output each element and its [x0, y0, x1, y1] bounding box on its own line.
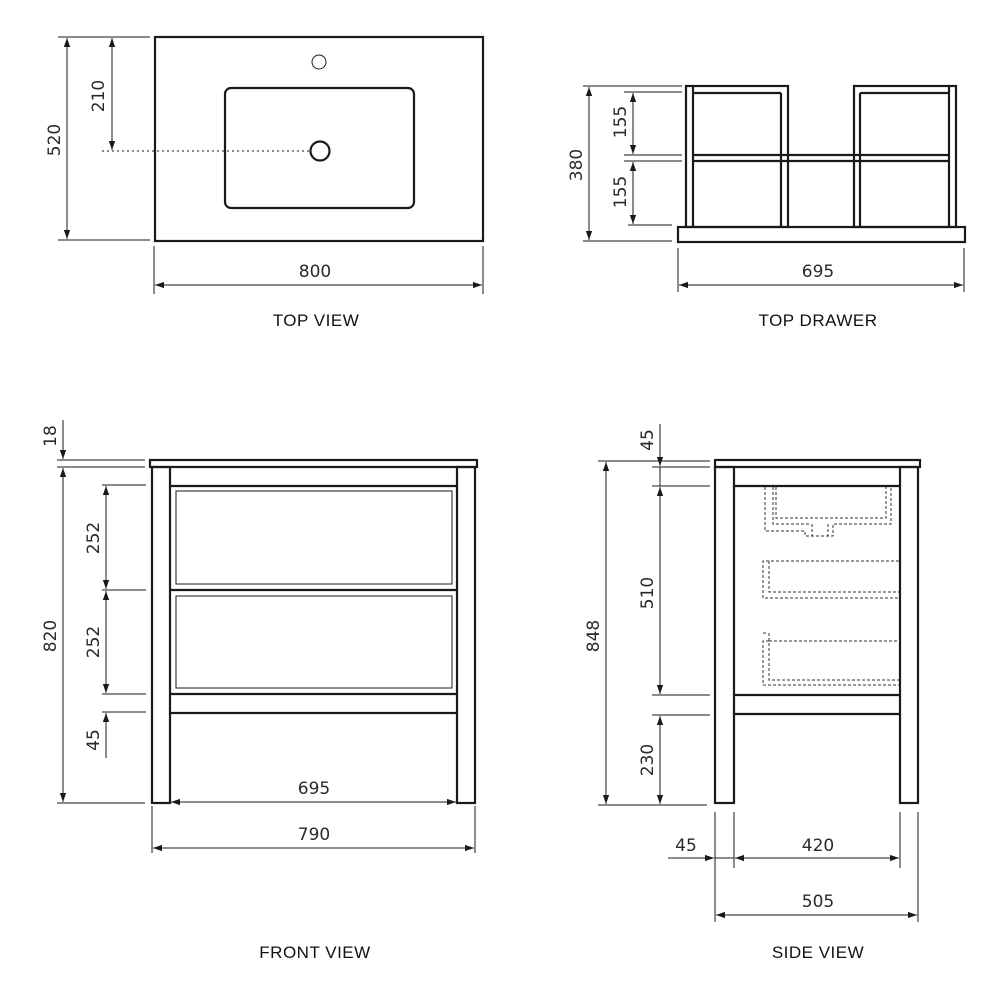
front-right-leg [455, 465, 477, 805]
side-top-rail: 45 [638, 429, 658, 451]
top-view-width: 800 [299, 262, 331, 282]
top-view-depth: 520 [45, 124, 65, 156]
drawer-height: 380 [567, 149, 587, 181]
hidden-drawer-lower [762, 632, 899, 686]
basin-bowl [223, 86, 416, 210]
tap-hole-icon [311, 54, 327, 70]
hidden-basin-outline [764, 487, 892, 537]
front-inner-width: 695 [298, 779, 330, 799]
side-front-leg [713, 465, 736, 805]
front-view-caption: FRONT VIEW [259, 943, 370, 962]
side-total-height: 848 [584, 620, 604, 652]
side-back-leg [898, 465, 920, 805]
top-drawer-caption: TOP DRAWER [759, 311, 878, 330]
front-top-thickness: 18 [41, 425, 61, 447]
side-benchtop [713, 458, 922, 469]
vanity-top-outline [153, 35, 485, 243]
drawer-base [676, 225, 967, 244]
front-rail: 45 [84, 729, 104, 751]
top-view: 520 210 800 TOP VIEW [45, 35, 485, 330]
side-outer-depth: 505 [802, 892, 834, 912]
front-drawer-upper: 252 [84, 522, 104, 554]
drawer-lower-compartment: 155 [611, 176, 631, 208]
front-height: 820 [41, 620, 61, 652]
drawer-width: 695 [802, 262, 834, 282]
top-view-caption: TOP VIEW [273, 311, 360, 330]
left-organiser [684, 84, 790, 229]
side-inner-depth: 420 [802, 836, 834, 856]
top-view-waste-offset: 210 [89, 80, 109, 112]
upper-drawer-front [175, 490, 453, 585]
front-outer-width: 790 [298, 825, 330, 845]
hidden-drawer-upper [762, 560, 899, 599]
front-left-leg [150, 465, 172, 805]
top-drawer-view: 380 155 155 695 TOP DRAWER [567, 84, 967, 330]
side-view-caption: SIDE VIEW [772, 943, 864, 962]
lower-drawer-front [175, 595, 453, 689]
side-leg-clearance: 230 [638, 744, 658, 776]
drawer-upper-compartment: 155 [611, 106, 631, 138]
side-view: 45 848 510 230 45 420 505 SIDE VIEW [584, 424, 922, 962]
side-leg-width: 45 [675, 836, 697, 856]
side-drawer-zone: 510 [638, 577, 658, 609]
waste-outlet-icon [309, 140, 331, 162]
front-benchtop [148, 458, 479, 469]
front-drawer-lower: 252 [84, 626, 104, 658]
front-view: 18 820 252 252 45 695 790 FRONT VIEW [41, 420, 479, 962]
right-organiser [852, 84, 958, 229]
